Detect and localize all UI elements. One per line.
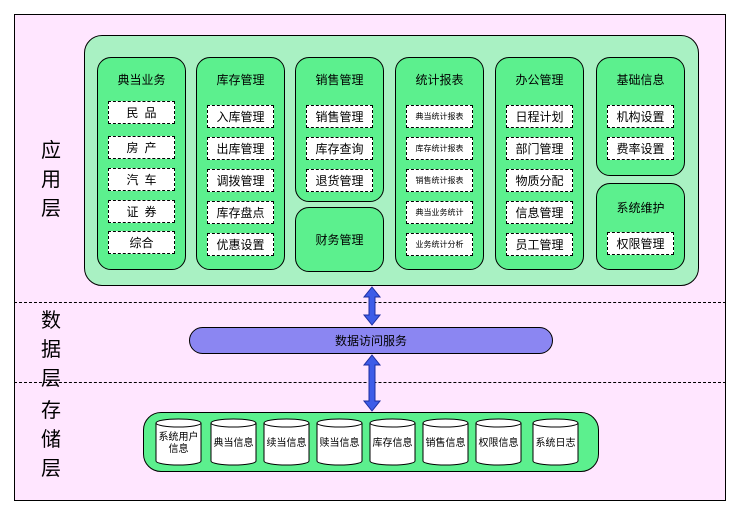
database-icon xyxy=(422,418,469,466)
inventory-item[interactable]: 出库管理 xyxy=(207,137,274,160)
office-item[interactable]: 日程计划 xyxy=(506,105,573,128)
module-title: 系统维护 xyxy=(616,201,665,215)
module-title: 销售管理 xyxy=(315,73,364,87)
module-title: 典当业务 xyxy=(117,73,166,87)
db-cylinder[interactable]: 典当信息 xyxy=(210,418,257,466)
office-item[interactable]: 员工管理 xyxy=(506,233,573,256)
report-item[interactable]: 库存统计报表 xyxy=(406,137,473,160)
module-office: 办公管理 日程计划 部门管理 物质分配 信息管理 员工管理 xyxy=(495,57,584,270)
sales-item[interactable]: 销售管理 xyxy=(306,105,373,128)
module-sales: 销售管理 销售管理 库存查询 退货管理 xyxy=(295,57,384,202)
module-finance[interactable]: 财务管理 xyxy=(295,207,384,272)
module-basic-info: 基础信息 机构设置 费率设置 xyxy=(596,57,685,176)
double-arrow-icon xyxy=(362,354,382,412)
report-item[interactable]: 销售统计报表 xyxy=(406,169,473,192)
layer-label-storage: 存 储 层 xyxy=(36,396,66,483)
db-cylinder[interactable]: 系统用户信息 xyxy=(155,418,202,466)
module-title: 财务管理 xyxy=(315,233,364,247)
database-icon xyxy=(475,418,522,466)
inventory-item[interactable]: 优惠设置 xyxy=(207,233,274,256)
module-title: 基础信息 xyxy=(616,73,665,87)
database-icon xyxy=(316,418,363,466)
layer-char: 层 xyxy=(41,366,61,390)
double-arrow-icon xyxy=(362,286,382,326)
module-title: 统计报表 xyxy=(415,73,464,87)
layer-char: 数 xyxy=(41,308,61,332)
db-cylinder[interactable]: 续当信息 xyxy=(263,418,310,466)
module-inventory: 库存管理 入库管理 出库管理 调拨管理 库存盘点 优惠设置 xyxy=(196,57,285,270)
module-title: 办公管理 xyxy=(515,73,564,87)
maintenance-item[interactable]: 权限管理 xyxy=(607,232,674,255)
module-maintenance: 系统维护 权限管理 xyxy=(596,183,685,270)
db-cylinder[interactable]: 销售信息 xyxy=(422,418,469,466)
db-cylinder[interactable]: 权限信息 xyxy=(475,418,522,466)
module-title: 库存管理 xyxy=(216,73,265,87)
module-pawn: 典当业务 民品 房产 汽车 证券 综合 xyxy=(97,57,186,270)
database-icon xyxy=(210,418,257,466)
report-item[interactable]: 业务统计分析 xyxy=(406,233,473,256)
layer-char: 层 xyxy=(41,196,61,220)
pawn-item[interactable]: 证券 xyxy=(108,200,175,223)
layer-char: 应 xyxy=(41,138,61,162)
report-item[interactable]: 典当统计报表 xyxy=(406,105,473,128)
storage-label: 系统用户信息 xyxy=(158,431,199,456)
inventory-item[interactable]: 调拨管理 xyxy=(207,169,274,192)
storage-label: 赎当信息 xyxy=(319,437,360,449)
data-access-service[interactable]: 数据访问服务 xyxy=(189,327,553,354)
layer-char: 据 xyxy=(41,337,61,361)
layer-char: 存 xyxy=(41,398,61,422)
pawn-item[interactable]: 房产 xyxy=(108,136,175,159)
basic-item[interactable]: 费率设置 xyxy=(607,137,674,160)
layer-char: 储 xyxy=(41,427,61,451)
storage-label: 系统日志 xyxy=(535,437,576,449)
storage-label: 库存信息 xyxy=(372,437,413,449)
basic-item[interactable]: 机构设置 xyxy=(607,105,674,128)
sales-item[interactable]: 退货管理 xyxy=(306,169,373,192)
pawn-item[interactable]: 民品 xyxy=(108,101,175,124)
sales-item[interactable]: 库存查询 xyxy=(306,137,373,160)
inventory-item[interactable]: 库存盘点 xyxy=(207,201,274,224)
office-item[interactable]: 物质分配 xyxy=(506,169,573,192)
database-icon xyxy=(532,418,579,466)
report-item[interactable]: 典当业务统计 xyxy=(406,201,473,224)
module-reports: 统计报表 典当统计报表 库存统计报表 销售统计报表 典当业务统计 业务统计分析 xyxy=(395,57,484,270)
layer-label-data: 数 据 层 xyxy=(36,306,66,393)
layer-label-app: 应 用 层 xyxy=(36,136,66,223)
storage-label: 续当信息 xyxy=(266,437,307,449)
db-cylinder[interactable]: 赎当信息 xyxy=(316,418,363,466)
storage-label: 权限信息 xyxy=(478,437,519,449)
layer-char: 用 xyxy=(41,167,61,191)
storage-label: 销售信息 xyxy=(425,437,466,449)
database-icon xyxy=(369,418,416,466)
storage-label: 典当信息 xyxy=(213,437,254,449)
database-icon xyxy=(263,418,310,466)
db-cylinder[interactable]: 库存信息 xyxy=(369,418,416,466)
database-icon xyxy=(155,418,202,466)
db-cylinder[interactable]: 系统日志 xyxy=(532,418,579,466)
office-item[interactable]: 信息管理 xyxy=(506,201,573,224)
office-item[interactable]: 部门管理 xyxy=(506,137,573,160)
inventory-item[interactable]: 入库管理 xyxy=(207,105,274,128)
pawn-item[interactable]: 综合 xyxy=(108,231,175,254)
layer-char: 层 xyxy=(41,456,61,480)
pawn-item[interactable]: 汽车 xyxy=(108,168,175,191)
